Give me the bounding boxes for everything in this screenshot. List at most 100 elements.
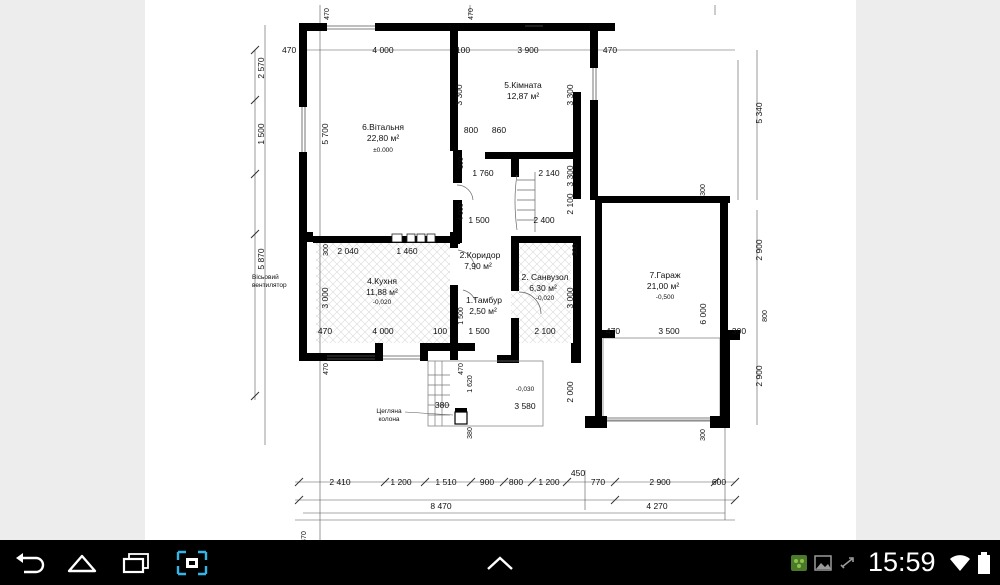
room-area: 21,00 м² — [647, 281, 679, 291]
android-notification-icon — [791, 554, 807, 571]
screenshot-button[interactable] — [170, 540, 214, 585]
dim: 800 — [509, 477, 523, 487]
dim: 2 900 — [754, 365, 764, 387]
dim: 470 — [606, 326, 620, 336]
dim: 3 300 — [454, 84, 464, 106]
notification-usb[interactable] — [836, 540, 858, 585]
room-living[interactable]: 6.Вітальня 22,80 м² ±0.000 — [362, 122, 404, 154]
dim: 900 — [480, 477, 494, 487]
recent-apps-button[interactable] — [114, 540, 158, 585]
wifi-icon — [950, 554, 970, 571]
room-name: 6.Вітальня — [362, 122, 404, 132]
dim: 3 000 — [320, 287, 330, 309]
dim: 300 — [700, 429, 707, 441]
windows — [301, 25, 710, 422]
dim: 100 — [458, 157, 465, 169]
dim: 2 140 — [538, 168, 560, 178]
dim: 300 — [323, 244, 330, 256]
room-bathroom[interactable]: 2. Санвузол 6,30 м² -0,020 — [522, 272, 569, 302]
room-level: ±0.000 — [373, 147, 393, 154]
column-note-line2: колона — [378, 416, 399, 423]
home-icon — [67, 554, 97, 572]
room-level: -0,500 — [656, 294, 675, 301]
dim: 1 200 — [390, 477, 412, 487]
wifi-status[interactable] — [948, 540, 972, 585]
room-level: -0,020 — [373, 299, 392, 306]
dim: 2 900 — [649, 477, 671, 487]
status-clock: 15:59 — [868, 547, 936, 577]
dim: 470 — [458, 363, 465, 375]
column-leader — [404, 411, 454, 416]
dim: 3 900 — [517, 45, 539, 55]
brick-column — [454, 411, 468, 425]
room-room[interactable]: 5.Кімната 12,87 м² — [504, 80, 542, 101]
porch-level: -0,030 — [516, 386, 535, 393]
notification-gallery[interactable] — [812, 540, 834, 585]
room-vestibule[interactable]: 1.Тамбур 2,50 м² — [466, 295, 502, 316]
dim: 1 510 — [435, 477, 457, 487]
system-navigation-bar — [0, 540, 1000, 585]
floor-plan-drawing: 6.Вітальня 22,80 м² ±0.000 5.Кімната 12,… — [250, 5, 769, 540]
dim: 6 000 — [698, 303, 708, 325]
room-kitchen[interactable]: 4.Кухня 11,88 м² -0,020 — [366, 276, 398, 306]
dim: 470 — [323, 363, 330, 375]
fan-note-line1: Вісьовий — [252, 273, 279, 281]
dim: 5 340 — [754, 102, 764, 124]
column-note-line1: Цегляна — [376, 408, 402, 415]
room-level: -0,020 — [536, 295, 555, 302]
home-button[interactable] — [60, 540, 104, 585]
room-area: 7,90 м² — [464, 261, 492, 271]
dim: 470 — [324, 8, 331, 20]
room-name: 2. Санвузол — [522, 272, 569, 282]
dim: 3 500 — [658, 326, 680, 336]
dim: 1 500 — [256, 123, 266, 145]
dim: 2 400 — [533, 215, 555, 225]
dim: 470 — [318, 326, 332, 336]
dimension-ticks — [250, 45, 740, 505]
room-name: 7.Гараж — [649, 270, 680, 280]
dim: 1 500 — [468, 215, 490, 225]
dim: 2 100 — [565, 193, 575, 215]
dim: 770 — [591, 477, 605, 487]
dimension-lines — [254, 5, 758, 540]
dim: 470 — [603, 45, 617, 55]
battery-icon — [978, 551, 990, 574]
room-area: 2,50 м² — [469, 306, 497, 316]
dim: 100 — [456, 45, 470, 55]
dim: 2 410 — [329, 477, 351, 487]
dim: 1 500 — [468, 326, 490, 336]
back-button[interactable] — [8, 540, 52, 585]
room-garage[interactable]: 7.Гараж 21,00 м² -0,500 — [647, 270, 681, 301]
menu-up-button[interactable] — [480, 540, 520, 585]
gallery-icon — [814, 554, 832, 571]
recent-apps-icon — [122, 552, 149, 573]
dim: 5 870 — [256, 248, 266, 270]
image-viewer[interactable]: 6.Вітальня 22,80 м² ±0.000 5.Кімната 12,… — [0, 0, 1000, 540]
walls[interactable] — [299, 23, 740, 428]
chevron-up-icon — [487, 555, 513, 570]
dim: 3 580 — [514, 401, 536, 411]
room-name: 2.Коридор — [460, 250, 501, 260]
door-swings — [456, 184, 542, 315]
garage-extension-outline — [602, 337, 721, 421]
dim: 4 000 — [372, 326, 394, 336]
dim: 4 000 — [458, 203, 465, 221]
dim: 3 300 — [565, 165, 575, 187]
battery-status[interactable] — [974, 540, 994, 585]
dim: 2 100 — [534, 326, 556, 336]
floor-plan-sheet[interactable]: 6.Вітальня 22,80 м² ±0.000 5.Кімната 12,… — [145, 0, 856, 540]
notification-android[interactable] — [788, 540, 810, 585]
dim: 5 700 — [320, 123, 330, 145]
usb-icon — [840, 556, 854, 569]
room-corridor[interactable]: 2.Коридор 7,90 м² — [460, 250, 501, 271]
dim: 800 — [464, 125, 478, 135]
dim: 1 460 — [396, 246, 418, 256]
room-name: 4.Кухня — [367, 276, 397, 286]
dim: 1 200 — [538, 477, 560, 487]
dim: 2 000 — [565, 381, 575, 403]
back-arrow-icon — [16, 552, 45, 573]
dim: 860 — [492, 125, 506, 135]
dim: 1 620 — [467, 375, 474, 393]
dim: 1 500 — [458, 307, 465, 325]
dim: 600 — [712, 477, 726, 487]
